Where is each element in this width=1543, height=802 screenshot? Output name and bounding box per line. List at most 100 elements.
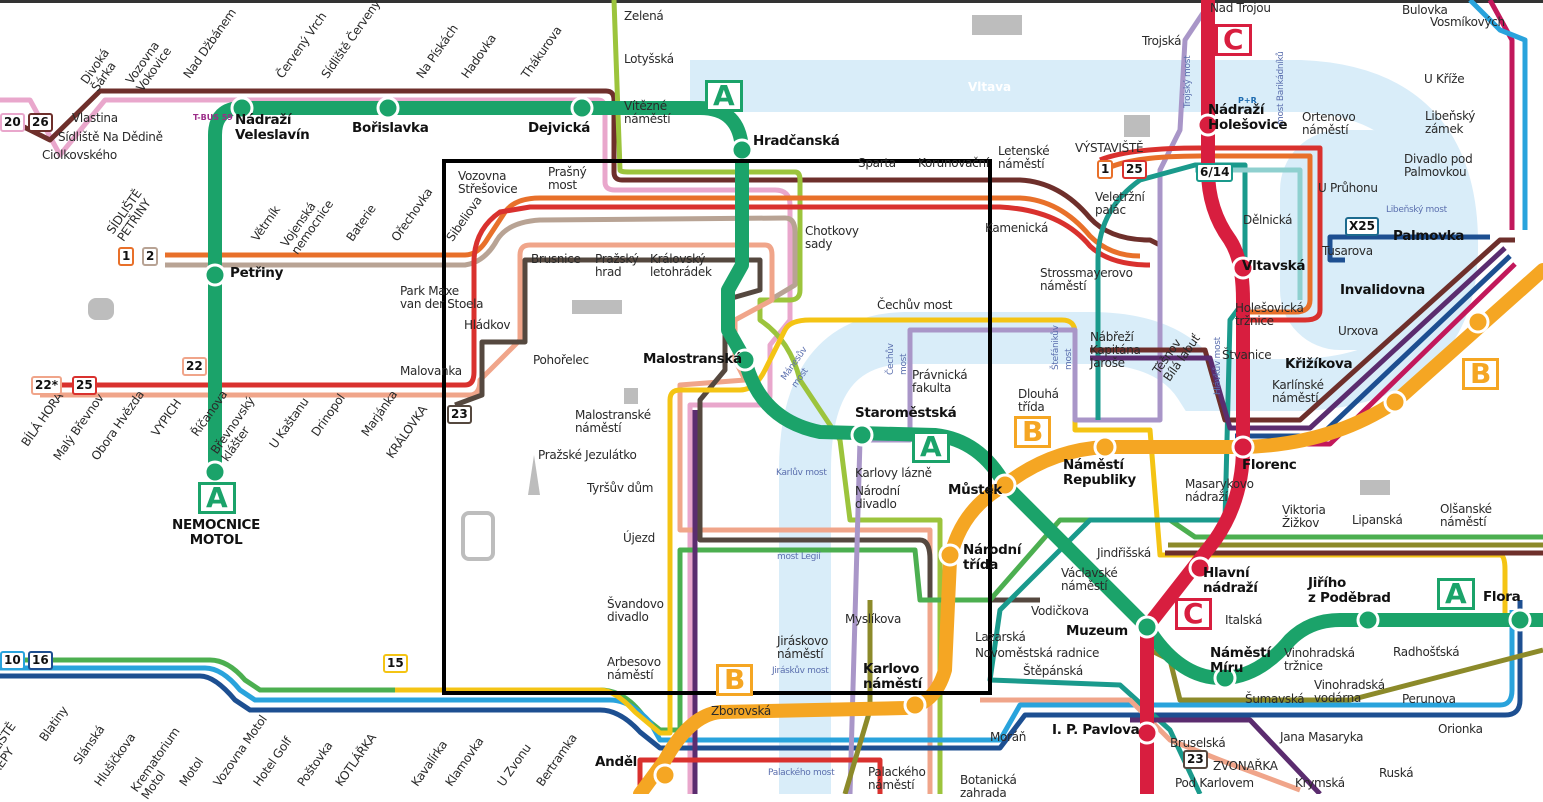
metro-station-marker[interactable]	[1188, 556, 1212, 580]
metro-station-marker[interactable]	[1383, 390, 1407, 414]
station-label[interactable]: Újezd	[623, 531, 655, 545]
route-number-badge[interactable]: 25	[72, 376, 97, 395]
station-label[interactable]: Ciolkovského	[42, 148, 117, 162]
route-number-badge[interactable]: 2	[142, 247, 159, 266]
station-label[interactable]: Trojská	[1142, 34, 1182, 48]
station-label-major[interactable]: Palmovka	[1393, 228, 1465, 244]
metro-station-marker[interactable]	[1135, 721, 1159, 745]
metro-station-marker[interactable]	[653, 763, 677, 787]
station-label[interactable]: ZVONAŘKA	[1213, 759, 1278, 773]
route-number-badge[interactable]: 22*	[31, 376, 62, 395]
route-number-badge[interactable]: 15	[383, 654, 408, 673]
station-label[interactable]: Pražský hrad	[595, 252, 639, 279]
station-label[interactable]: Orionka	[1438, 722, 1483, 736]
station-label-major[interactable]: Křižíkova	[1285, 356, 1353, 372]
station-label[interactable]: Bulovka	[1402, 3, 1448, 17]
station-label[interactable]: Štvanice	[1222, 348, 1272, 362]
station-label[interactable]: Jana Masaryka	[1280, 730, 1364, 744]
station-label[interactable]: Šumavská	[1245, 692, 1305, 706]
station-label-major[interactable]: Hlavní nádraží	[1203, 565, 1258, 596]
metro-station-marker[interactable]	[938, 543, 962, 567]
station-label-major[interactable]: Staroměstská	[855, 405, 957, 421]
station-label-major[interactable]: Nádraží Veleslavín	[235, 112, 310, 143]
station-label-major[interactable]: Malostranská	[643, 351, 742, 367]
metro-station-marker[interactable]	[993, 473, 1017, 497]
station-label[interactable]: Ortenovo náměstí	[1302, 110, 1356, 137]
station-label[interactable]: Václavské náměstí	[1061, 566, 1118, 593]
metro-station-marker[interactable]	[1231, 435, 1255, 459]
station-label[interactable]: Italská	[1225, 613, 1263, 627]
metro-station-marker[interactable]	[376, 96, 400, 120]
station-label[interactable]: Vozovna Střešovice	[458, 169, 518, 196]
station-label[interactable]: Nábřeží Kapitána Jaroše	[1090, 330, 1141, 370]
station-label[interactable]: Divadlo pod Palmovkou	[1404, 152, 1473, 179]
station-label[interactable]: Libeňský zámek	[1425, 109, 1476, 136]
route-number-badge[interactable]: X25	[1345, 217, 1379, 236]
metro-station-marker[interactable]	[1231, 256, 1255, 280]
metro-station-marker[interactable]	[1213, 666, 1237, 690]
station-label-major[interactable]: Náměstí Republiky	[1063, 457, 1136, 488]
station-label[interactable]: Nad Trojou	[1210, 1, 1271, 15]
station-label[interactable]: Štěpánská	[1023, 664, 1083, 678]
route-number-badge[interactable]: 23	[1183, 750, 1208, 769]
station-label[interactable]: Tusarova	[1322, 244, 1373, 258]
metro-station-marker[interactable]	[230, 96, 254, 120]
station-label[interactable]: Holešovická tržnice	[1235, 301, 1304, 328]
metro-station-marker[interactable]	[203, 263, 227, 287]
route-number-badge[interactable]: 20	[0, 113, 25, 132]
station-label[interactable]: Perunova	[1402, 692, 1456, 706]
station-label[interactable]: Arbesovo náměstí	[607, 655, 661, 682]
station-label[interactable]: U Průhonu	[1318, 181, 1378, 195]
station-label[interactable]: Karlovy lázně	[855, 466, 932, 480]
station-label[interactable]: Jiráskovo náměstí	[777, 634, 829, 661]
station-label[interactable]: Vinohradská vodárna	[1314, 678, 1385, 705]
station-label-major[interactable]: Invalidovna	[1340, 282, 1425, 298]
station-label[interactable]: Brusnice	[531, 252, 581, 266]
station-label[interactable]: Radhošťská	[1393, 645, 1460, 659]
station-label-major[interactable]: Vltavská	[1242, 258, 1306, 274]
station-label[interactable]: Zborovská	[711, 704, 771, 718]
station-label[interactable]: Švandovo divadlo	[607, 597, 664, 624]
station-label[interactable]: Vodičkova	[1031, 604, 1089, 618]
station-label-major[interactable]: Nádraží Holešovice	[1208, 102, 1288, 133]
station-label-major[interactable]: Národní třída	[963, 542, 1022, 573]
metro-station-marker[interactable]	[730, 138, 754, 162]
station-label[interactable]: Moráň	[990, 730, 1027, 744]
station-label[interactable]: Viktoria Žižkov	[1282, 503, 1326, 530]
station-label[interactable]: Tyršův dům	[587, 481, 654, 495]
station-label[interactable]: Botanická zahrada	[960, 773, 1017, 800]
route-number-badge[interactable]: 16	[28, 651, 53, 670]
station-label-major[interactable]: Jiřího z Poděbrad	[1308, 575, 1391, 606]
station-label[interactable]: Chotkovy sady	[805, 224, 859, 251]
station-label-major[interactable]: Flora	[1483, 589, 1521, 605]
station-label-major[interactable]: Anděl	[595, 754, 638, 770]
station-label-major[interactable]: Dejvická	[528, 120, 591, 136]
station-label[interactable]: Pod Karlovem	[1175, 776, 1254, 790]
station-label[interactable]: Národní divadlo	[855, 484, 900, 511]
station-label[interactable]: Krymská	[1295, 776, 1345, 790]
station-label[interactable]: Palackého náměstí	[868, 765, 926, 792]
station-label[interactable]: Lipanská	[1352, 513, 1403, 527]
station-label-major[interactable]: Florenc	[1242, 457, 1297, 473]
station-label[interactable]: Sídliště Na Dědině	[58, 130, 163, 144]
route-number-badge[interactable]: 25	[1122, 160, 1147, 179]
metro-station-marker[interactable]	[1508, 608, 1532, 632]
station-label[interactable]: Malovanka	[400, 364, 462, 378]
station-label[interactable]: Novoměstská radnice	[975, 646, 1100, 660]
station-label[interactable]: VÝSTAVIŠTĚ	[1075, 141, 1144, 155]
route-number-badge[interactable]: 23	[447, 405, 472, 424]
station-label-major[interactable]: I. P. Pavlova	[1052, 722, 1140, 738]
station-label[interactable]: Ruská	[1379, 766, 1414, 780]
metro-station-marker[interactable]	[850, 423, 874, 447]
station-label[interactable]: Bruselská	[1170, 736, 1226, 750]
station-label[interactable]: Urxova	[1338, 324, 1379, 338]
station-label[interactable]: Veletržní palác	[1095, 190, 1145, 217]
route-number-badge[interactable]: 1	[1097, 160, 1114, 179]
station-label[interactable]: Letenské náměstí	[998, 144, 1050, 171]
station-label[interactable]: Vítězné náměstí	[624, 99, 671, 126]
station-label-major[interactable]: NEMOCNICE MOTOL	[172, 517, 261, 548]
route-number-badge[interactable]: 1	[118, 247, 135, 266]
station-label[interactable]: Dlouhá třída	[1018, 387, 1059, 414]
station-label-major[interactable]: Muzeum	[1066, 623, 1128, 639]
